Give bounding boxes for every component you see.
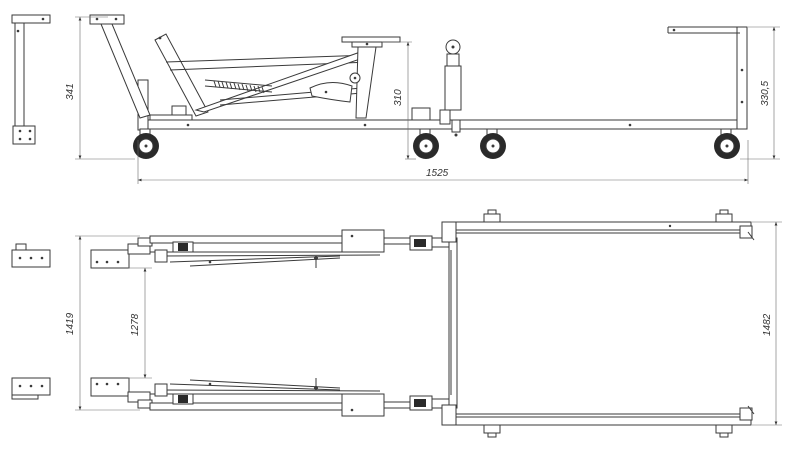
top-right-fork-upper bbox=[455, 221, 755, 241]
dim-label-side-length: 1525 bbox=[426, 168, 449, 179]
top-caster-1 bbox=[483, 209, 501, 223]
top-left-lower-arm bbox=[90, 377, 433, 417]
dim-side-length: 1525 bbox=[137, 140, 749, 184]
top-caster-4 bbox=[715, 424, 733, 438]
side-view: 341 310 330,5 1525 bbox=[11, 14, 780, 184]
dim-label-side-height-left: 341 bbox=[65, 83, 76, 100]
top-bracket-part-upper bbox=[11, 243, 51, 268]
dim-top-width-right: 1482 bbox=[752, 221, 782, 426]
dim-top-width-outer: 1419 bbox=[65, 235, 140, 411]
side-handle bbox=[89, 14, 151, 119]
top-left-upper-arm bbox=[90, 229, 433, 269]
side-jack-cylinder bbox=[439, 39, 462, 137]
side-caster-2 bbox=[413, 128, 439, 159]
side-caster-4 bbox=[714, 128, 740, 159]
dim-side-height-mid: 310 bbox=[382, 41, 416, 160]
top-cross-member bbox=[431, 221, 458, 426]
side-spring bbox=[204, 79, 273, 94]
top-caster-2 bbox=[715, 209, 733, 223]
dim-top-width-inner: 1278 bbox=[128, 267, 152, 379]
dim-side-height-right: 330,5 bbox=[740, 26, 780, 160]
top-right-fork-lower bbox=[455, 405, 755, 426]
side-lift-mechanism bbox=[154, 33, 401, 119]
top-view: 1419 1278 1482 bbox=[11, 209, 782, 438]
top-bracket-part-lower bbox=[11, 377, 51, 400]
dim-label-top-width-inner: 1278 bbox=[130, 313, 141, 336]
dim-label-side-height-mid: 310 bbox=[393, 89, 404, 106]
side-caster-3 bbox=[480, 128, 506, 159]
dim-label-side-height-right: 330,5 bbox=[760, 81, 771, 106]
dim-side-height-left: 341 bbox=[65, 16, 135, 160]
dim-label-top-width-right: 1482 bbox=[762, 313, 773, 336]
dim-label-top-width-outer: 1419 bbox=[65, 312, 76, 335]
top-caster-3 bbox=[483, 424, 501, 438]
side-caster-1 bbox=[133, 128, 159, 159]
side-bracket-part bbox=[11, 14, 51, 145]
